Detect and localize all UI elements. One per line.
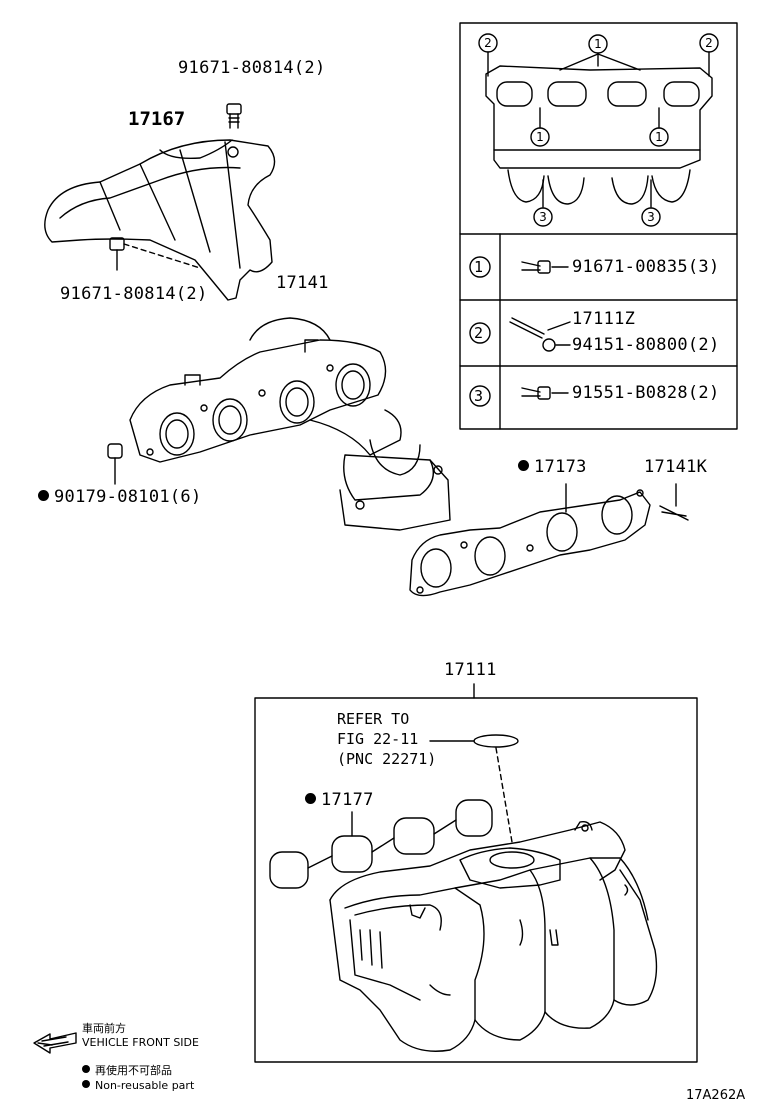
inset-row-1-index: 1: [474, 258, 484, 276]
exhaust-manifold-drawing: [129, 317, 451, 531]
inset-row-2-part1: 17111Z: [572, 309, 636, 329]
inset-row-3-part: 91551-B0828(2): [572, 383, 720, 403]
part-label-intake-manifold: 17111: [444, 660, 497, 680]
non-reusable-dot-icon: [38, 490, 49, 501]
refer-line2: FIG 22-11: [337, 730, 419, 748]
heat-insulator-drawing: [44, 139, 276, 301]
part-label-stud: 17141K: [644, 457, 708, 477]
legend-front-en: VEHICLE FRONT SIDE: [82, 1036, 199, 1049]
intake-manifold-drawing: [329, 820, 658, 1052]
svg-text:1: 1: [536, 130, 544, 144]
svg-text:2: 2: [484, 36, 492, 50]
part-label-bolt-lower: 91671-80814(2): [60, 284, 208, 304]
bolt-top-drawing: [226, 103, 242, 129]
part-label-heat-insulator: 17167: [128, 108, 186, 130]
intake-manifold-box: [254, 697, 698, 1063]
part-label-bolt-top: 91671-80814(2): [178, 58, 326, 78]
inset-panel: [459, 22, 738, 430]
svg-text:1: 1: [655, 130, 663, 144]
svg-text:2: 2: [705, 36, 713, 50]
refer-line3: (PNC 22271): [337, 750, 437, 768]
svg-text:3: 3: [647, 210, 655, 224]
legend-nonreuse-en: Non-reusable part: [82, 1079, 194, 1092]
inset-row-1-part: 91671-00835(3): [572, 257, 720, 277]
inset-row-2-part2: 94151-80800(2): [572, 335, 720, 355]
non-reusable-dot-icon: [305, 793, 316, 804]
part-label-exhaust-manifold: 17141: [276, 273, 329, 293]
non-reusable-dot-icon: [518, 460, 529, 471]
part-label-exhaust-gasket: 17173: [518, 457, 587, 477]
svg-text:3: 3: [539, 210, 547, 224]
inset-row-2-index: 2: [474, 324, 484, 342]
non-reusable-dot-icon: [82, 1065, 90, 1073]
legend-front-jp: 車両前方: [82, 1022, 126, 1035]
exhaust-gasket-drawing: [409, 483, 651, 597]
svg-text:1: 1: [594, 37, 602, 51]
bolt-lower-drawing: [109, 237, 201, 271]
non-reusable-dot-icon: [82, 1080, 90, 1088]
legend-nonreuse-jp: 再使用不可部品: [82, 1062, 172, 1078]
figure-id: 17A262A: [686, 1088, 746, 1103]
inset-row-3-index: 3: [474, 387, 484, 405]
nut-drawing: [107, 443, 123, 485]
stud-drawing: [659, 483, 689, 521]
refer-line1: REFER TO: [337, 710, 410, 728]
part-label-intake-gasket: 17177: [305, 790, 374, 810]
vehicle-front-arrow-icon: [33, 1032, 77, 1054]
part-label-nut: 90179-08101(6): [38, 487, 202, 507]
intake-gasket-drawing: [269, 799, 493, 889]
